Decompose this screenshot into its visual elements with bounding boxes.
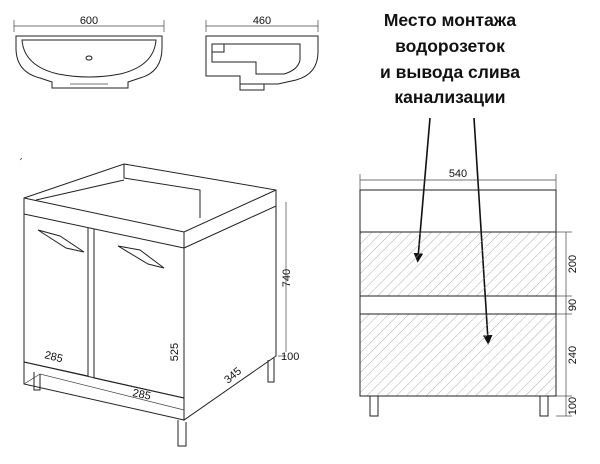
sink-side-view: 460 — [205, 15, 319, 91]
cabinet-side-panel — [183, 205, 277, 421]
cabinet-depth-label: 345 — [222, 365, 244, 386]
sink-bowl — [21, 39, 157, 78]
zone-height-200: 200 — [567, 255, 579, 273]
zone-height-240: 240 — [567, 346, 579, 364]
zone-height-100: 100 — [567, 397, 579, 415]
cabinet-leg — [177, 420, 187, 447]
callout-arrow-right — [473, 117, 493, 345]
leg-height-label: 100 — [281, 351, 299, 363]
cabinet-height-label: 740 — [281, 269, 293, 287]
callout-line-1: Место монтажа — [384, 10, 517, 30]
callout-line-3: и вывода слива — [380, 62, 520, 82]
left-door-width-label: 285 — [43, 349, 64, 365]
sink-side-outline — [205, 35, 319, 85]
front-width-label: 540 — [449, 168, 467, 180]
right-door-width-label: 285 — [131, 387, 151, 403]
upper-utility-zone — [359, 231, 557, 297]
cabinet-front-view: 540 200 90 240 100 — [359, 168, 579, 417]
callout-line-4: канализации — [394, 87, 505, 107]
cabinet-leg — [267, 358, 275, 383]
right-door — [93, 229, 185, 399]
sink-depth-label: 460 — [253, 15, 271, 27]
cabinet-inner-edge — [35, 179, 125, 201]
sink-side-drain — [239, 84, 265, 91]
sink-width-label: 600 — [80, 15, 98, 27]
cabinet-plinth — [23, 361, 185, 421]
mark — [19, 157, 23, 161]
zone-height-90: 90 — [567, 299, 579, 311]
sink-outline — [15, 35, 163, 89]
sink-top-view: 600 — [13, 15, 165, 89]
sink-side-inner — [211, 43, 301, 75]
cabinet-bottom-edge — [23, 373, 185, 411]
faucet-hole — [211, 43, 225, 53]
right-door-handle — [117, 245, 165, 269]
callout-text: Место монтажа водорозеток и вывода слива… — [380, 10, 520, 107]
callout-line-2: водорозеток — [395, 36, 505, 56]
cabinet-isometric-view: 740 285 285 525 345 100 — [23, 163, 299, 447]
cabinet-top-front-edge — [23, 189, 277, 233]
door-height-label: 525 — [169, 343, 181, 361]
lower-utility-zone — [359, 313, 557, 397]
cabinet-leg — [33, 372, 41, 391]
front-leg-right — [539, 396, 549, 417]
cabinet-back-panel — [123, 164, 201, 218]
left-door-handle — [37, 229, 85, 253]
drain-hole — [85, 55, 93, 61]
front-leg-left — [369, 396, 379, 417]
cabinet-top-rail — [23, 213, 185, 249]
